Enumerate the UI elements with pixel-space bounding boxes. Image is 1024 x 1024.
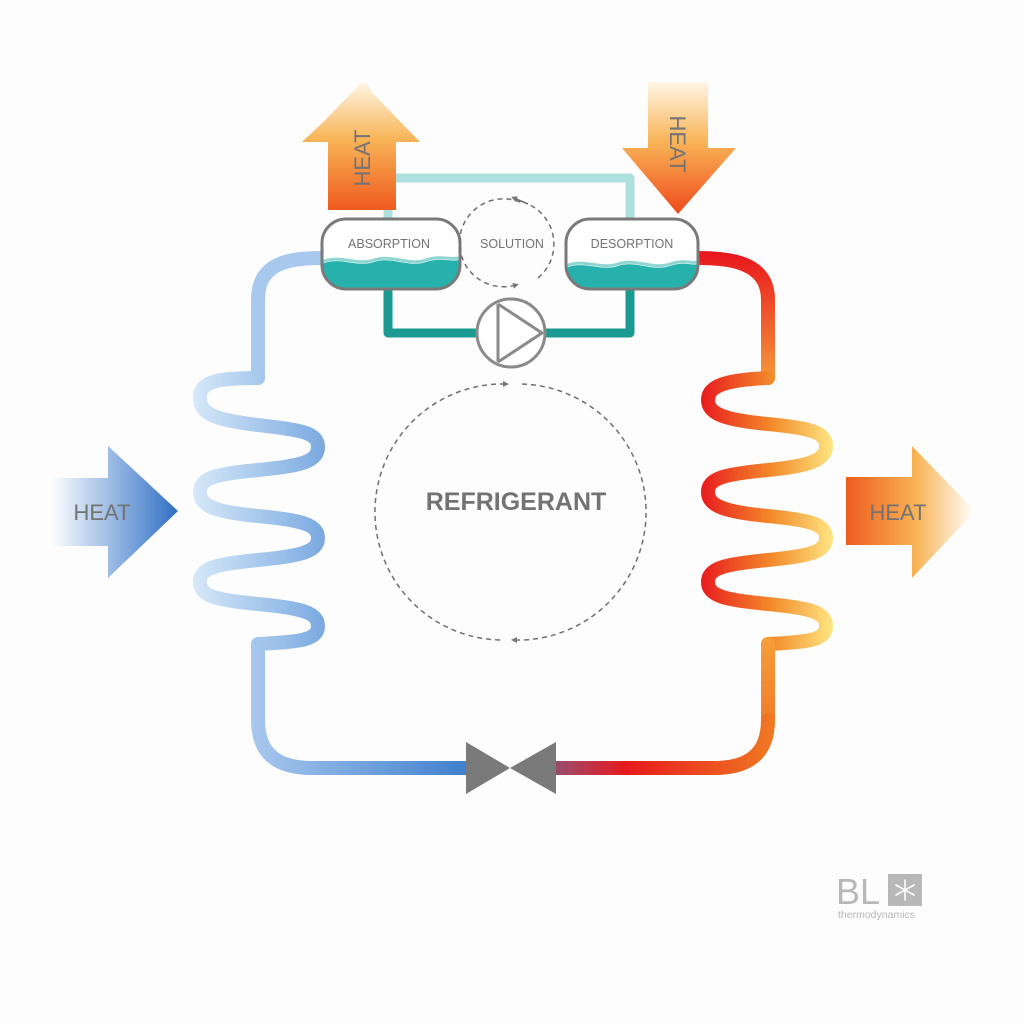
refrigerant-label: REFRIGERANT — [426, 488, 607, 516]
heat-label-top-left: HEAT — [350, 129, 375, 186]
logo-mark: BL — [836, 871, 880, 912]
logo-subtitle: thermodynamics — [838, 909, 915, 921]
hot-pipe-bottom — [549, 713, 775, 775]
desorption-label: DESORPTION — [591, 237, 674, 251]
expansion-valve-icon — [466, 742, 556, 794]
condenser-coil — [700, 371, 834, 651]
snowflake-icon — [895, 879, 915, 901]
heat-out-arrow-up — [302, 82, 420, 210]
refrigerant-cycle-indicator — [374, 380, 647, 644]
heat-label-left: HEAT — [73, 500, 130, 525]
desorber-vessel — [564, 217, 700, 291]
heat-out-arrow-right — [846, 446, 975, 578]
heat-in-arrow-down — [622, 82, 736, 214]
heat-in-arrow-left — [50, 446, 178, 578]
bl-thermodynamics-logo: BL thermodynamics — [836, 871, 922, 921]
solution-return-pipe — [383, 173, 635, 222]
solution-pump-icon — [475, 297, 547, 369]
solution-cycle-indicator — [458, 196, 555, 289]
hot-pipe-top — [691, 251, 775, 385]
heat-label-top-right: HEAT — [665, 115, 690, 172]
cold-pipe-top — [251, 251, 329, 385]
cold-pipe-bottom — [251, 637, 477, 775]
solution-label: SOLUTION — [480, 237, 544, 251]
absorber-vessel — [320, 217, 462, 291]
evaporator-coil — [192, 371, 326, 651]
absorption-label: ABSORPTION — [348, 237, 430, 251]
heat-label-right: HEAT — [869, 500, 926, 525]
